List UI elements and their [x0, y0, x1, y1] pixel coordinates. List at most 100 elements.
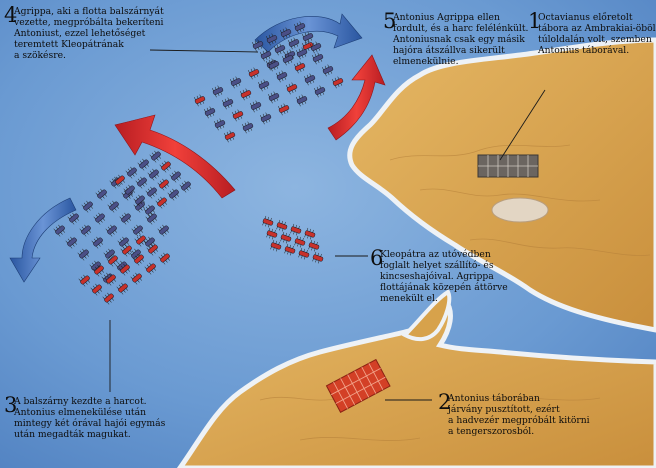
octavian-ship: [93, 212, 105, 225]
antony-ship: [159, 160, 171, 173]
antony-ship: [286, 82, 298, 95]
antony-ship: [116, 282, 128, 295]
antony-ship: [78, 274, 90, 287]
annotation-3: 3 A balszárny kezdte a harcot. Antonius …: [4, 393, 166, 440]
annotation-number: 4: [4, 3, 18, 27]
annotation-5: 5 Antonius Agrippa ellen fordult, és a h…: [383, 9, 529, 67]
octavian-ship: [230, 76, 242, 89]
octavian-ship: [268, 91, 280, 104]
antony-ship: [266, 227, 278, 240]
antony-ship: [224, 130, 236, 143]
octavian-ship: [222, 97, 234, 110]
blue-arrow-top: [254, 13, 363, 53]
octavian-ship: [133, 194, 145, 207]
antony-ship: [280, 231, 292, 244]
octavian-ship: [77, 248, 89, 261]
red-arrow-right: [327, 54, 386, 141]
antony-ship: [92, 264, 104, 277]
octavian-ship: [149, 150, 161, 163]
fleets: [53, 21, 344, 305]
octavian-ship: [258, 79, 270, 92]
antony-ship: [194, 94, 206, 107]
antony-ship: [294, 235, 306, 248]
antony-ship: [118, 263, 130, 276]
octavian-ship: [268, 59, 280, 72]
octavian-ship: [242, 121, 254, 134]
octavian-ship: [204, 106, 216, 119]
annotation-text: Kleopátra az utóvédben foglalt helyet sz…: [380, 249, 508, 304]
octavian-ship: [157, 224, 169, 237]
octavian-ship: [103, 248, 115, 261]
antony-ship: [270, 239, 282, 252]
annotation-text: A balszárny kezdte a harcot. Antonius el…: [14, 396, 166, 440]
octavian-ship: [137, 158, 149, 171]
antony-ship: [232, 109, 244, 122]
octavian-ship: [260, 49, 272, 62]
octavian-troops: [491, 197, 549, 223]
antony-ship: [104, 273, 116, 286]
blue-arrow-left: [9, 197, 77, 283]
octavian-ship: [117, 236, 129, 249]
antony-ship: [144, 262, 156, 275]
octavian-ship: [131, 224, 143, 237]
octavian-ship: [294, 21, 306, 34]
octavian-ship: [145, 186, 157, 199]
antony-ship: [276, 219, 288, 232]
annotation-number: 3: [4, 393, 18, 417]
octavian-ship: [65, 236, 77, 249]
antony-ship: [284, 243, 296, 256]
octavian-ship: [274, 43, 286, 56]
octavian-ship: [282, 53, 294, 66]
annotation-6: 6 Kleopátra az utóvédben foglalt helyet …: [370, 246, 508, 304]
octavian-ship: [266, 33, 278, 46]
antony-ship: [298, 247, 310, 260]
antony-ship: [90, 283, 102, 296]
antony-ship: [132, 253, 144, 266]
octavian-ship: [250, 100, 262, 113]
octavian-ship: [314, 85, 326, 98]
antony-ship: [312, 251, 324, 264]
octavian-ship: [288, 37, 300, 50]
annotation-number: 1: [528, 9, 542, 33]
octavian-ship: [67, 212, 79, 225]
annotation-text: Antonius táborában járvány pusztított, e…: [448, 393, 590, 437]
octavian-camp: [477, 154, 539, 178]
octavian-ship: [81, 200, 93, 213]
octavian-ship: [125, 166, 137, 179]
octavian-ship: [260, 112, 272, 125]
red-arrow-main: [114, 114, 236, 199]
antony-ship: [304, 227, 316, 240]
octavian-ship: [302, 31, 314, 44]
octavian-ship: [179, 180, 191, 193]
antony-camp: [325, 358, 391, 414]
antony-ship: [113, 174, 125, 187]
leader-lines: [109, 49, 546, 401]
antony-ship: [158, 252, 170, 265]
land-spit: [401, 289, 452, 342]
octavian-ship: [304, 73, 316, 86]
octavian-ship: [147, 168, 159, 181]
annotation-1: 1 Octavianus előretolt tábora az Ambraki…: [528, 9, 656, 56]
land-texture: [259, 144, 651, 441]
octavian-ship: [276, 70, 288, 83]
antony-ship: [155, 196, 167, 209]
antony-ship: [146, 243, 158, 256]
antony-ship: [262, 215, 274, 228]
octavian-ship: [252, 39, 264, 52]
octavian-ship: [312, 52, 324, 65]
annotation-text: Octavianus előretolt tábora az Ambrakiai…: [538, 12, 656, 56]
annotation-text: Agrippa, aki a flotta balszárnyát vezett…: [14, 6, 164, 61]
antony-ship: [106, 254, 118, 267]
annotation-number: 5: [383, 9, 397, 33]
octavian-ship: [143, 236, 155, 249]
octavian-ship: [135, 176, 147, 189]
annotation-number: 6: [370, 246, 384, 270]
octavian-ship: [107, 200, 119, 213]
octavian-ship: [280, 27, 292, 40]
antony-ship: [248, 67, 260, 80]
annotation-2: 2 Antonius táborában járvány pusztított,…: [438, 391, 590, 437]
antony-ship: [102, 292, 114, 305]
land-east: [347, 37, 656, 333]
annotation-text: Antonius Agrippa ellen fordult, és a har…: [393, 12, 529, 67]
